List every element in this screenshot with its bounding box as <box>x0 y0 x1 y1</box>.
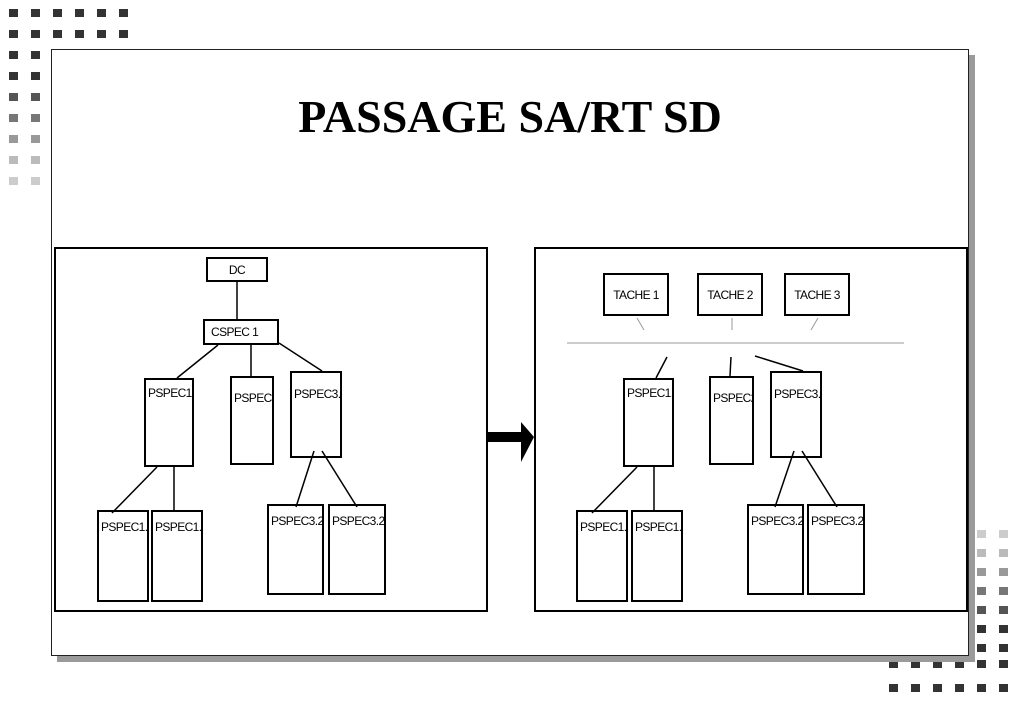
pspec-1-2-b-box: PSPEC1.2 <box>151 510 203 602</box>
decoration-square <box>977 587 986 595</box>
pspec-3-1-box: PSPEC3.1 <box>290 371 342 458</box>
decoration-square <box>977 606 986 614</box>
decoration-square <box>977 684 986 692</box>
decoration-square <box>933 660 942 668</box>
decoration-square <box>977 625 986 633</box>
tache-3-box: TACHE 3 <box>784 273 850 316</box>
decoration-square <box>9 9 18 17</box>
cspec-box: CSPEC 1 <box>203 319 279 345</box>
decoration-square <box>999 587 1008 595</box>
decoration-square <box>889 684 898 692</box>
decoration-square <box>31 30 40 38</box>
decoration-square <box>9 177 18 185</box>
decoration-square <box>31 51 40 59</box>
decoration-square <box>977 568 986 576</box>
dc-box: DC <box>206 257 268 282</box>
slide-title: PASSAGE SA/RT SD <box>298 91 722 142</box>
decoration-square <box>31 135 40 143</box>
sd-pspec-3-2-1-box: PSPEC3.2.1 <box>747 504 804 595</box>
decoration-square <box>31 114 40 122</box>
pspec-2-box: PSPEC2 <box>230 376 274 465</box>
decoration-square <box>911 660 920 668</box>
decoration-square <box>977 549 986 557</box>
decoration-square <box>31 177 40 185</box>
decoration-square <box>977 660 986 668</box>
decoration-square <box>9 114 18 122</box>
tache-2-box: TACHE 2 <box>697 273 763 316</box>
decoration-square <box>999 530 1008 538</box>
decoration-square <box>119 30 128 38</box>
decoration-square <box>31 156 40 164</box>
decoration-square <box>9 30 18 38</box>
decoration-square <box>999 606 1008 614</box>
decoration-square <box>999 625 1008 633</box>
pspec-1-2-a-box: PSPEC1.2 <box>97 510 149 602</box>
decoration-square <box>31 72 40 80</box>
decoration-square <box>53 30 62 38</box>
sd-pspec-3-1-box: PSPEC3.1 <box>770 371 822 458</box>
pspec-3-2-2-box: PSPEC3.2.2 <box>328 504 386 595</box>
decoration-square <box>999 549 1008 557</box>
decoration-square <box>977 644 986 652</box>
sd-pspec-2-box: PSPEC2 <box>709 376 754 465</box>
decoration-square <box>53 9 62 17</box>
decoration-square <box>889 660 898 668</box>
decoration-square <box>75 9 84 17</box>
decoration-square <box>955 660 964 668</box>
decoration-square <box>999 684 1008 692</box>
decoration-square <box>9 156 18 164</box>
decoration-square <box>9 51 18 59</box>
decoration-square <box>31 93 40 101</box>
decoration-square <box>911 684 920 692</box>
pspec-3-2-1-box: PSPEC3.2.1 <box>267 504 324 595</box>
pspec-1-3-box: PSPEC1.3 <box>144 378 194 467</box>
decoration-square <box>999 660 1008 668</box>
sd-pspec-3-2-2-box: PSPEC3.2.2 <box>807 504 865 595</box>
tache-1-box: TACHE 1 <box>603 273 669 316</box>
decoration-square <box>999 568 1008 576</box>
decoration-square <box>97 30 106 38</box>
decoration-square <box>97 9 106 17</box>
sd-pspec-1-2-b-box: PSPEC1.2 <box>631 510 683 602</box>
sd-pspec-1-3-box: PSPEC1.3 <box>623 378 674 467</box>
decoration-square <box>999 644 1008 652</box>
decoration-square <box>9 93 18 101</box>
decoration-square <box>955 684 964 692</box>
decoration-square <box>75 30 84 38</box>
decoration-square <box>119 9 128 17</box>
decoration-square <box>977 530 986 538</box>
sd-pspec-1-2-a-box: PSPEC1.2 <box>576 510 628 602</box>
decoration-square <box>9 72 18 80</box>
decoration-square <box>933 684 942 692</box>
decoration-square <box>9 135 18 143</box>
decoration-square <box>31 9 40 17</box>
